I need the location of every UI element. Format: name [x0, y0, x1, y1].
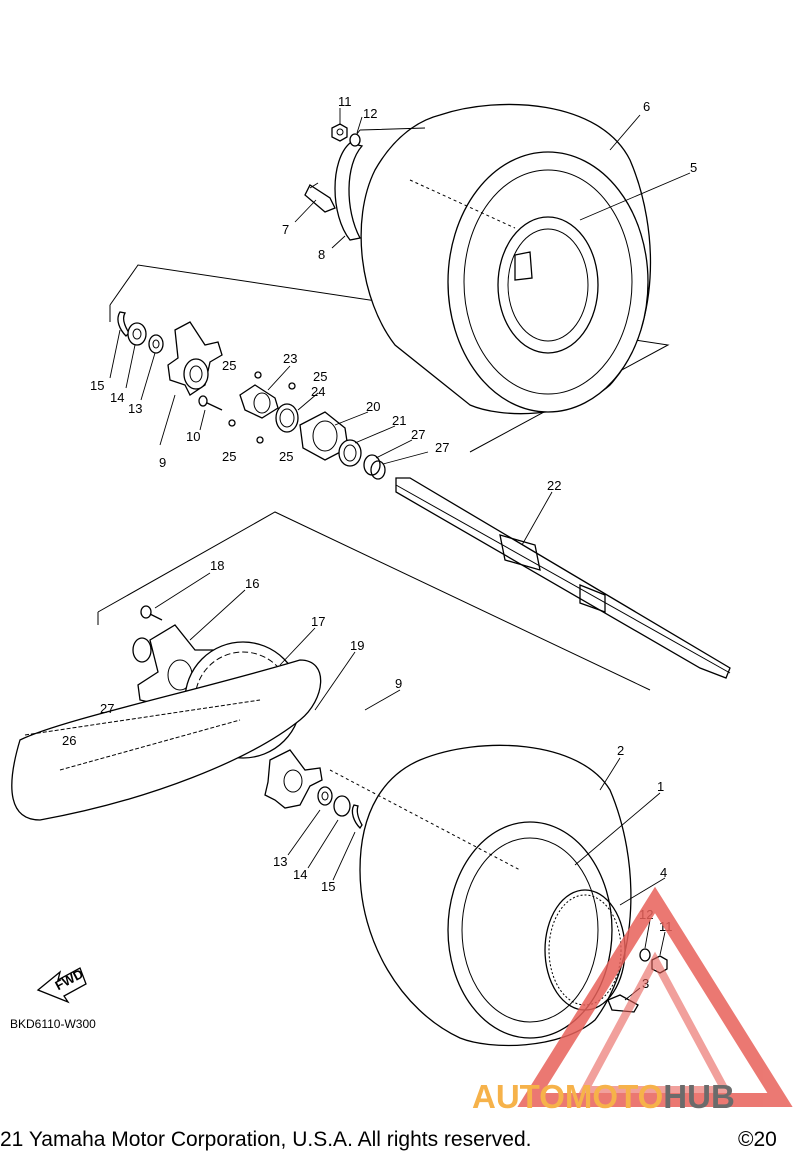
watermark-hub: HUB	[663, 1078, 735, 1115]
callout-27-b: 27	[435, 440, 449, 455]
lower-assembly-frame	[97, 511, 651, 691]
callout-24: 24	[311, 384, 325, 399]
watermark-moto: MOTO	[564, 1078, 664, 1115]
callout-12-top: 12	[363, 106, 377, 121]
callout-21: 21	[392, 413, 406, 428]
callout-27-c: 27	[100, 701, 114, 716]
callout-14-bottom: 14	[293, 867, 307, 882]
hub-9-top	[167, 321, 223, 396]
seal-24	[275, 403, 299, 433]
callout-25-d: 25	[279, 449, 293, 464]
valve-stem-3	[607, 994, 639, 1013]
callout-10: 10	[186, 429, 200, 444]
callout-18: 18	[210, 558, 224, 573]
callout-numbers: 11 12 6 5 7 8 15 14 13 10 9 25 23 25 24 …	[62, 94, 697, 991]
nut-11-top	[331, 123, 348, 142]
castle-nut-14-top	[127, 322, 147, 346]
callout-7: 7	[282, 222, 289, 237]
callout-13-top: 13	[128, 401, 142, 416]
watermark-logo: AUTOMOTOHUB	[472, 1078, 735, 1116]
callout-17: 17	[311, 614, 325, 629]
castle-nut-14-bottom	[333, 795, 351, 817]
callout-9-top: 9	[159, 455, 166, 470]
washer-13-bottom	[317, 786, 333, 806]
callout-9-bottom: 9	[395, 676, 402, 691]
bearing-21	[338, 439, 362, 467]
callout-6: 6	[643, 99, 650, 114]
watermark-triangle-icon	[517, 886, 793, 1107]
washer-12-top	[349, 133, 361, 147]
cam-23	[239, 384, 279, 419]
parts-diagram: FWD 11 12 6 5 7 8 15 14 13 10 9 25 23 25…	[11, 94, 793, 1107]
callout-26: 26	[62, 733, 76, 748]
callout-5: 5	[690, 160, 697, 175]
callout-1: 1	[657, 779, 664, 794]
callout-15-top: 15	[90, 378, 104, 393]
bolts-25	[228, 371, 296, 444]
cotter-pin-15-bottom	[351, 804, 363, 830]
callout-27-a: 27	[411, 427, 425, 442]
callout-8: 8	[318, 247, 325, 262]
bolt-10	[198, 395, 223, 411]
leader-lines	[109, 108, 691, 1001]
bolt-18	[140, 605, 163, 621]
callout-4: 4	[660, 865, 667, 880]
callout-16: 16	[245, 576, 259, 591]
rear-axle-22	[395, 477, 731, 679]
callout-25-a: 25	[222, 358, 236, 373]
callout-2: 2	[617, 743, 624, 758]
callout-22: 22	[547, 478, 561, 493]
valve-stem-7	[304, 182, 336, 213]
washer-12-bottom	[639, 948, 651, 962]
upper-tire	[360, 103, 652, 415]
watermark-auto: AUTO	[472, 1078, 565, 1115]
callout-23: 23	[283, 351, 297, 366]
callout-14-top: 14	[110, 390, 124, 405]
drive-chain-26	[24, 699, 261, 771]
circlip-27-b	[370, 460, 386, 480]
hub-9-bottom	[264, 749, 323, 809]
catalog-code: BKD6110-W300	[10, 1017, 96, 1031]
fwd-arrow-icon: FWD	[36, 966, 87, 1004]
o-ring-27-c	[132, 637, 152, 663]
callout-11-top: 11	[338, 94, 352, 109]
callout-25-b: 25	[313, 369, 327, 384]
callout-20: 20	[366, 399, 380, 414]
callout-25-c: 25	[222, 449, 236, 464]
callout-19: 19	[350, 638, 364, 653]
lower-tire	[329, 744, 632, 1047]
footer-copyright: 21 Yamaha Motor Corporation, U.S.A. All …	[0, 1128, 532, 1151]
washer-13-top	[148, 334, 164, 354]
footer-year-fragment: ©20	[738, 1128, 777, 1151]
callout-13-bottom: 13	[273, 854, 287, 869]
callout-15-bottom: 15	[321, 879, 335, 894]
